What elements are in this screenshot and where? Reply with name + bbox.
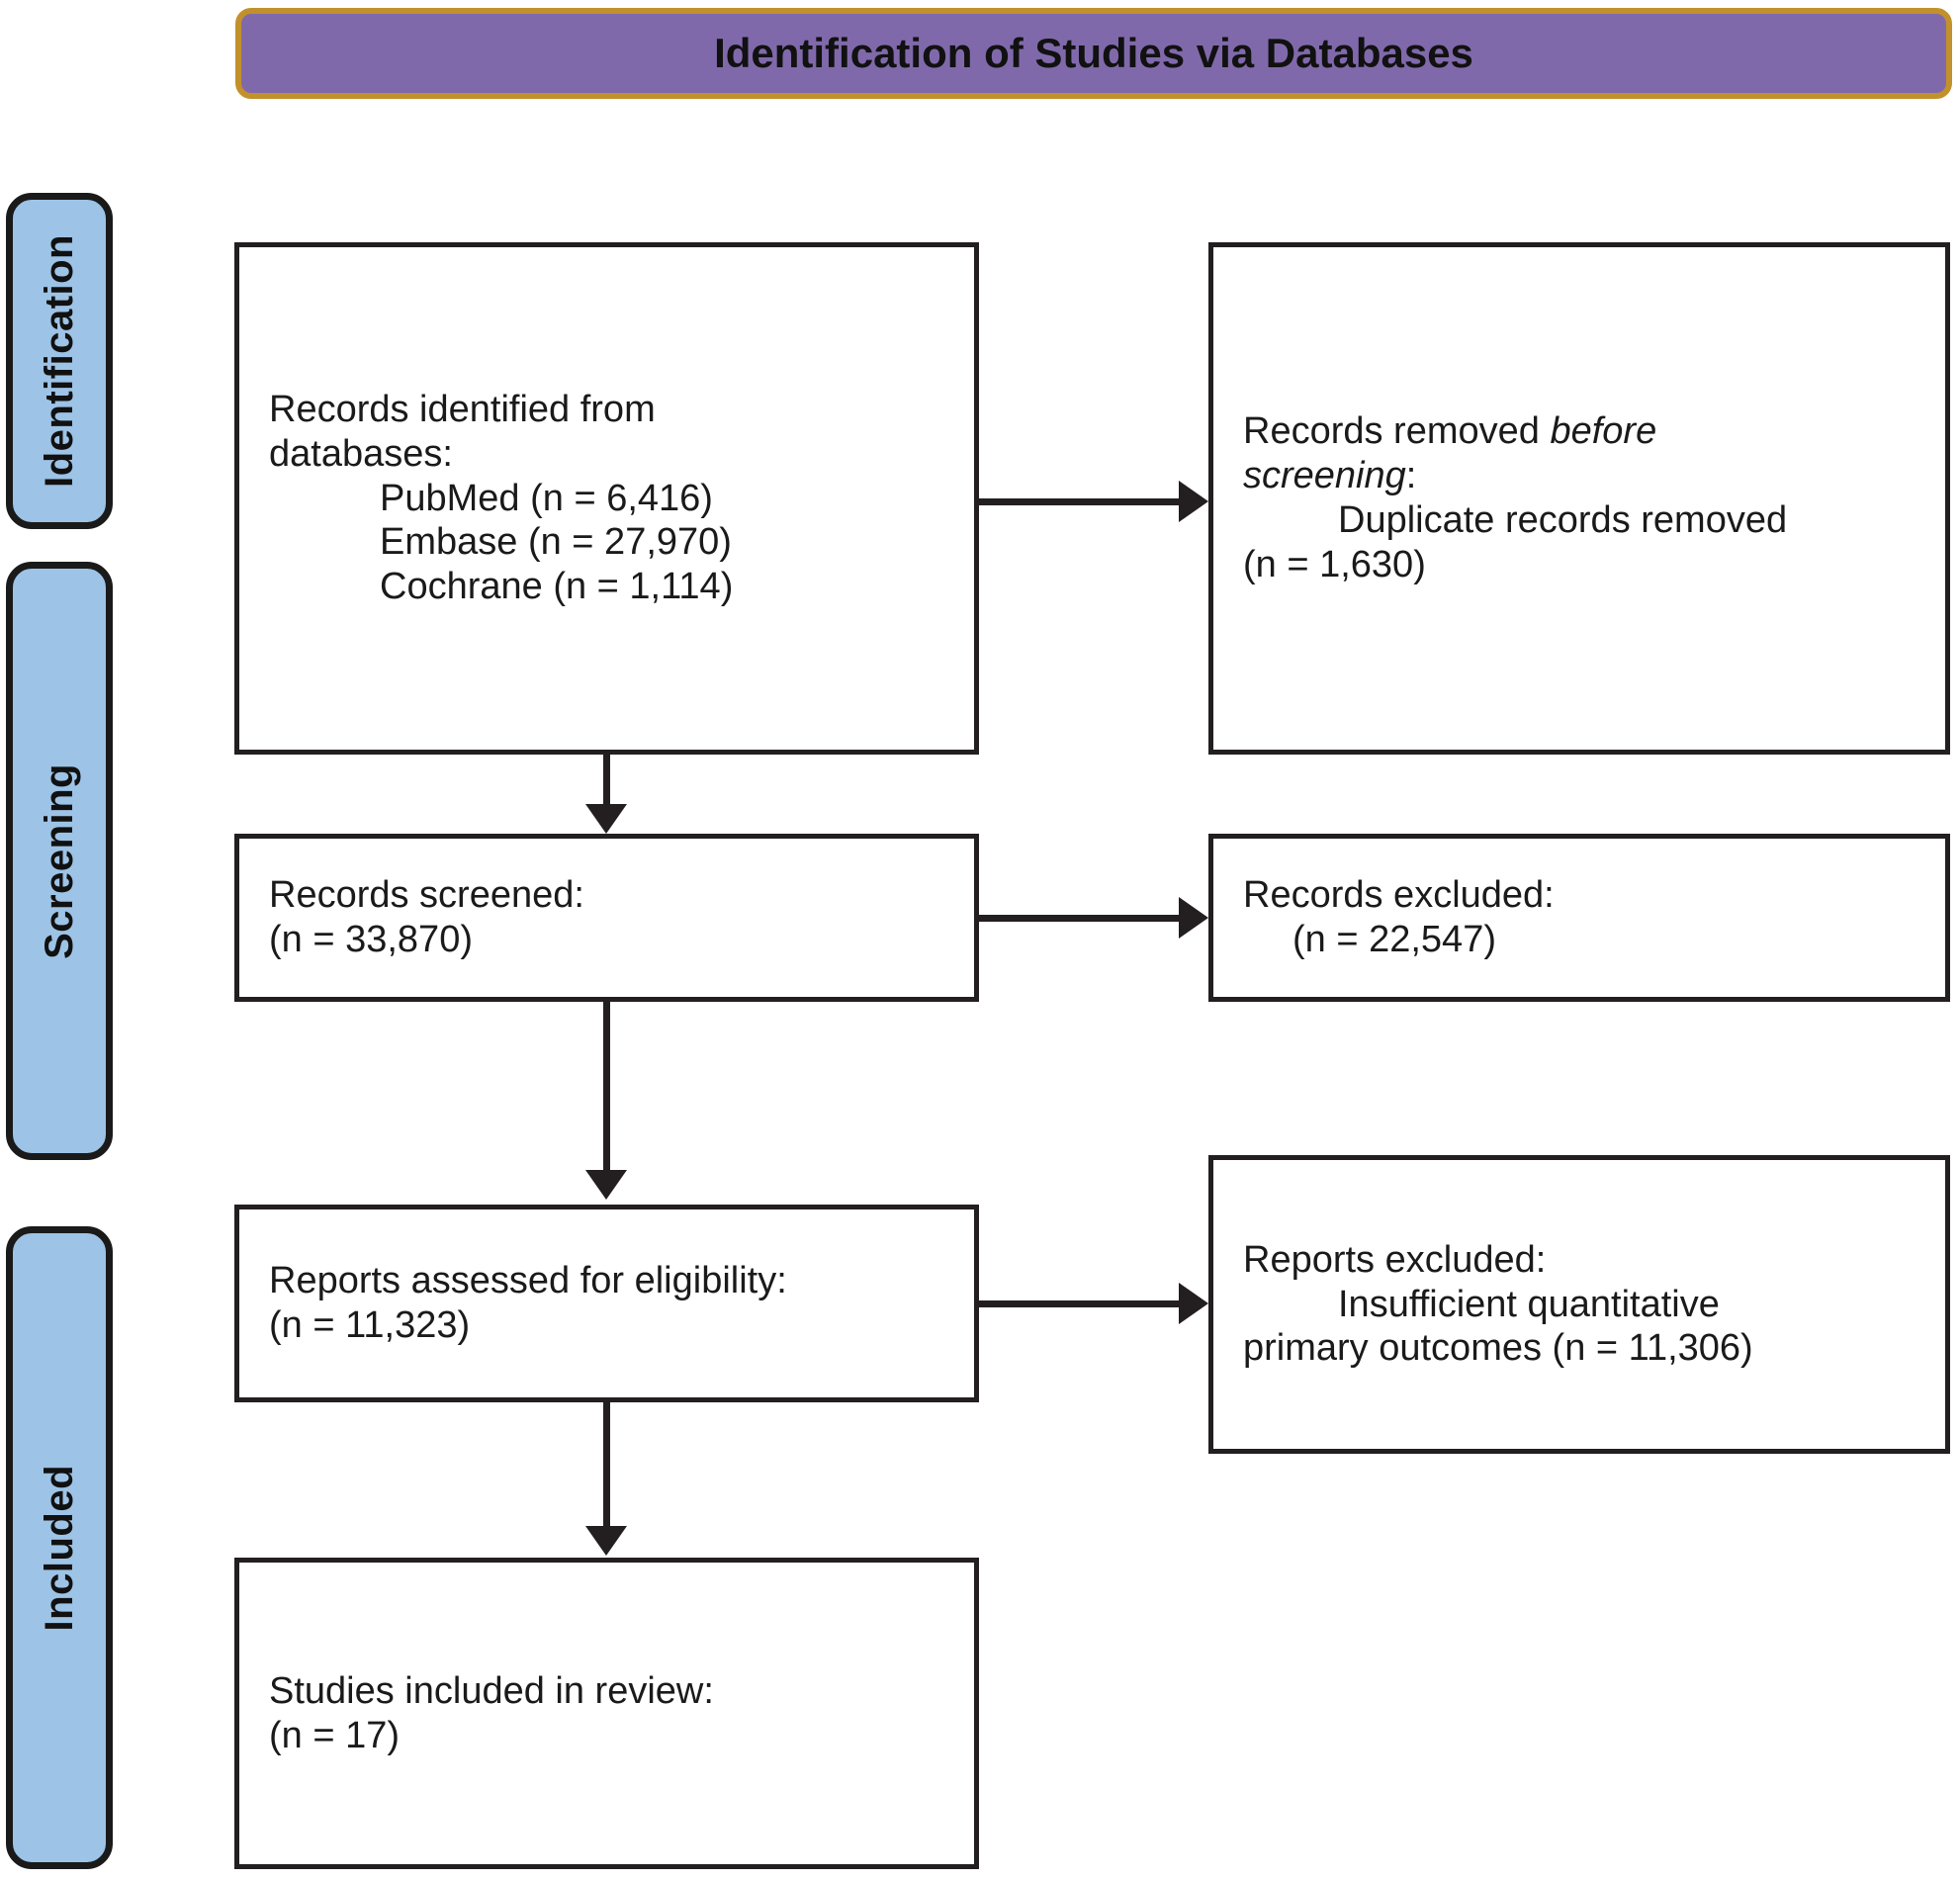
arrowhead-identified-to-removed (1179, 481, 1208, 522)
reports-assessed-count: (n = 11,323) (269, 1304, 471, 1346)
records-identified-line2: databases: (269, 432, 453, 475)
stage-label-included-text: Included (37, 1464, 81, 1632)
reports-excluded-label: Reports excluded: (1243, 1238, 1547, 1281)
box-records-identified-body: Records identified from databases: PubMe… (239, 388, 974, 609)
records-identified-cochrane: Cochrane (n = 1,114) (380, 566, 734, 608)
records-removed-count: (n = 1,630) (1243, 543, 1426, 585)
box-records-excluded-body: Records excluded: (n = 22,547) (1213, 873, 1945, 962)
arrowhead-screened-to-excluded (1179, 897, 1208, 939)
reports-assessed-label: Reports assessed for eligibility: (269, 1260, 787, 1302)
reports-excluded-reason1: Insufficient quantitative (1338, 1283, 1720, 1325)
box-records-removed-body: Records removed before screening: Duplic… (1213, 409, 1945, 586)
arrowhead-assessed-to-reports-excluded (1179, 1283, 1208, 1324)
box-records-identified: Records identified from databases: PubMe… (234, 242, 979, 755)
records-removed-duplicates: Duplicate records removed (1338, 499, 1788, 541)
records-identified-pubmed: PubMed (n = 6,416) (380, 477, 713, 519)
records-removed-line1-italic: before (1550, 410, 1657, 453)
studies-included-label: Studies included in review: (269, 1669, 714, 1712)
records-screened-label: Records screened: (269, 874, 584, 917)
connector-screened-to-excluded (979, 915, 1181, 922)
stage-label-screening: Screening (6, 562, 113, 1160)
records-identified-embase: Embase (n = 27,970) (380, 521, 732, 564)
studies-included-count: (n = 17) (269, 1714, 401, 1756)
records-removed-line2-colon: : (1405, 455, 1417, 497)
arrowhead-identified-to-screened (585, 804, 627, 834)
box-reports-excluded: Reports excluded: Insufficient quantitat… (1208, 1155, 1950, 1454)
arrowhead-screened-to-assessed (585, 1170, 627, 1200)
records-removed-line1: Records removed before (1243, 409, 1921, 454)
box-records-excluded: Records excluded: (n = 22,547) (1208, 834, 1950, 1002)
records-removed-line2: screening: (1243, 454, 1921, 498)
stage-label-identification-text: Identification (37, 234, 81, 488)
box-reports-assessed-body: Reports assessed for eligibility: (n = 1… (239, 1259, 974, 1348)
connector-assessed-to-included (603, 1402, 610, 1526)
records-removed-line2-italic: screening (1243, 455, 1406, 497)
connector-assessed-to-reports-excluded (979, 1300, 1181, 1307)
records-excluded-label: Records excluded: (1243, 874, 1555, 917)
reports-excluded-reason2: primary outcomes (n = 11,306) (1243, 1327, 1753, 1370)
box-records-screened-body: Records screened: (n = 33,870) (239, 873, 974, 962)
records-removed-line1-plain: Records removed (1243, 410, 1551, 453)
box-studies-included-body: Studies included in review: (n = 17) (239, 1669, 974, 1758)
connector-identified-to-removed (979, 498, 1181, 505)
box-studies-included: Studies included in review: (n = 17) (234, 1558, 979, 1869)
records-excluded-count: (n = 22,547) (1292, 919, 1496, 960)
diagram-title-banner: Identification of Studies via Databases (235, 8, 1952, 99)
stage-label-screening-text: Screening (37, 762, 81, 959)
box-records-removed-before-screening: Records removed before screening: Duplic… (1208, 242, 1950, 755)
connector-identified-to-screened (603, 755, 610, 806)
records-screened-count: (n = 33,870) (269, 919, 473, 960)
box-records-screened: Records screened: (n = 33,870) (234, 834, 979, 1002)
diagram-title: Identification of Studies via Databases (714, 30, 1473, 76)
arrowhead-assessed-to-included (585, 1526, 627, 1556)
stage-label-identification: Identification (6, 193, 113, 529)
box-reports-excluded-body: Reports excluded: Insufficient quantitat… (1213, 1238, 1945, 1371)
records-identified-line1: Records identified from (269, 388, 656, 430)
box-reports-assessed: Reports assessed for eligibility: (n = 1… (234, 1205, 979, 1402)
connector-screened-to-assessed (603, 1002, 610, 1170)
stage-label-included: Included (6, 1226, 113, 1869)
